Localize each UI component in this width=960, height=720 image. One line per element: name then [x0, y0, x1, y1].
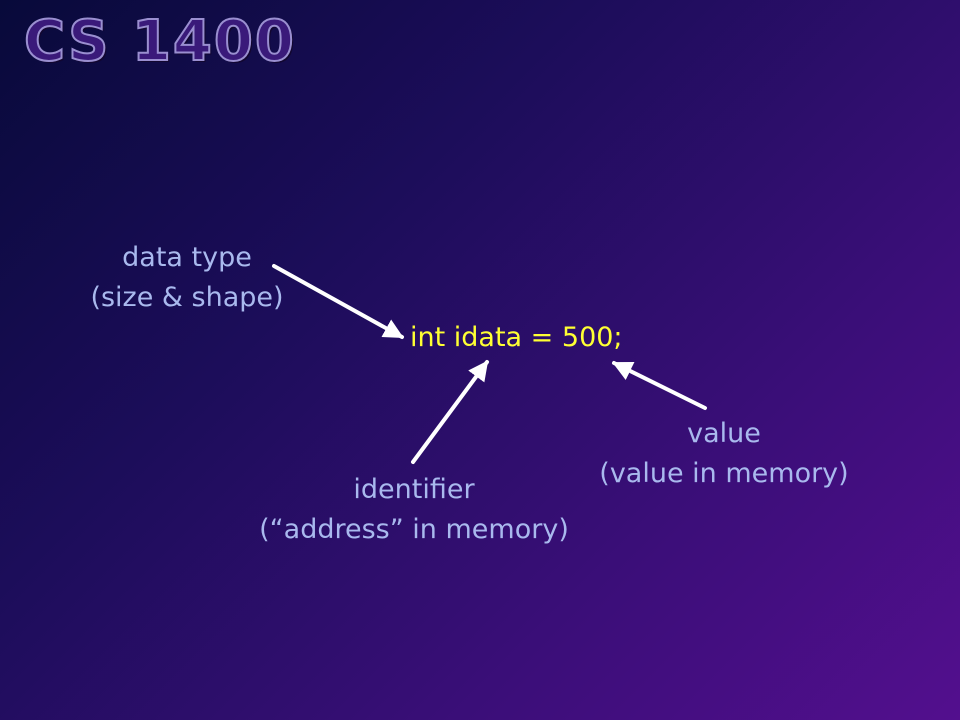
value-label: value (value in memory) [599, 414, 848, 494]
data-type-line2: (size & shape) [90, 282, 284, 313]
data-type-line1: data type [122, 242, 252, 273]
value-line1: value [687, 418, 761, 449]
value-line2: (value in memory) [599, 458, 849, 489]
identifier-line2: (“address” in memory) [259, 514, 569, 545]
identifier-line1: identifier [353, 474, 475, 505]
identifier-arrow [411, 360, 489, 464]
code-statement: int idata = 500; [410, 322, 623, 353]
identifier-label: identifier (“address” in memory) [259, 470, 569, 550]
value-arrow [612, 361, 707, 410]
data-type-arrow [272, 264, 404, 339]
slide-title: CS 1400 [23, 9, 296, 74]
data-type-label: data type (size & shape) [90, 238, 283, 318]
